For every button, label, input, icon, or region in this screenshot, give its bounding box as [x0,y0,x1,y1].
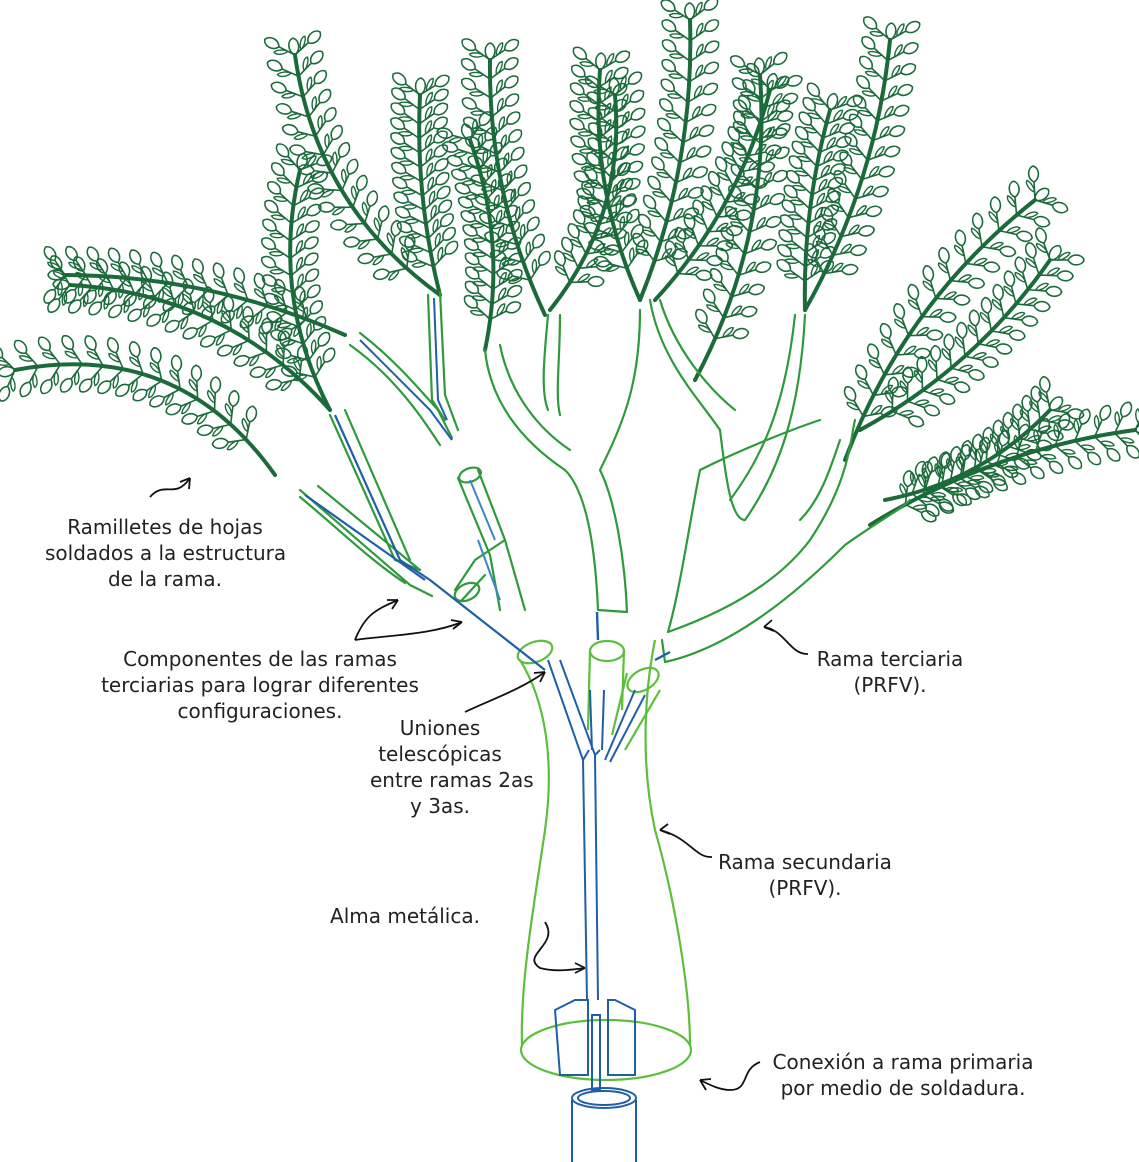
arrow-alma [534,922,585,970]
tertiary-branch-center [485,310,640,612]
label-line: soldados a la estructura [45,540,285,566]
leaf-clusters [0,0,1139,525]
leaf [658,37,693,67]
label-line: Ramilletes de hojas [45,514,285,540]
leaf [58,361,88,396]
leaf [773,257,808,287]
label-line: terciarias para lograr diferentes [95,672,425,698]
leaf [705,266,735,301]
leaf [596,46,632,74]
label-line: (PRFV). [800,672,980,698]
arrow-uniones [465,672,545,712]
leaf [458,36,493,66]
leaf [658,17,693,47]
leaf-tip [0,365,16,378]
tertiary-branch-right-center [650,300,805,520]
leaf [1034,193,1070,215]
leaf [458,56,493,85]
leaf [1026,166,1040,201]
leaf [845,112,877,146]
label-line: Conexión a rama primaria [758,1049,1048,1075]
leaf-tip [825,92,839,111]
label-ramilletes: Ramilletes de hojas soldados a la estruc… [45,514,285,592]
label-line: y 3as. [370,793,510,819]
leaf [0,368,22,404]
leaf [691,307,719,342]
leaf [699,287,728,322]
label-alma: Alma metálica. [320,903,490,929]
telescopic-joint-right [623,663,662,697]
arrow-componentes-1 [355,600,398,640]
leaf [658,57,692,88]
label-conexion: Conexión a rama primaria por medio de so… [758,1049,1048,1101]
arrow-conexion [700,1062,760,1090]
telescopic-joint-center [590,641,624,661]
label-line: (PRFV). [705,875,905,901]
leaf [928,345,942,380]
label-line: por medio de soldadura. [758,1075,1048,1101]
leaf [131,377,166,406]
leaf [330,219,365,233]
tertiary-branch-upper-left [350,292,458,445]
leaf [1036,376,1055,412]
label-componentes: Componentes de las ramas terciarias para… [95,646,425,724]
primary-branch-tube [572,1100,636,1162]
label-terciaria: Rama terciaria (PRFV). [800,646,980,698]
label-line: Uniones [370,715,510,741]
leaf [319,202,353,215]
tertiary-branch-right [662,420,910,662]
label-line: Rama secundaria [705,849,905,875]
tertiary-branch-loose [458,468,525,610]
label-line: de la rama. [45,566,285,592]
leaf [435,126,471,147]
leaf [639,193,670,227]
label-line: entre ramas 2as [370,767,510,793]
label-line: Rama terciaria [800,646,980,672]
label-line: Alma metálica. [320,903,490,929]
tertiary-branch-left [300,486,432,596]
leaf [634,212,665,246]
label-line: Componentes de las ramas [95,646,425,672]
label-secundaria: Rama secundaria (PRFV). [705,849,905,901]
leaf [45,282,76,316]
label-line: telescópicas [370,741,510,767]
leaf-tip [485,43,495,60]
tertiary-branches [300,292,910,662]
arrow-componentes-2 [355,622,462,640]
leaf [643,174,675,208]
label-uniones: Uniones telescópicas entre ramas 2as y 3… [370,715,510,819]
leaf [126,295,160,326]
leaf [914,356,927,390]
